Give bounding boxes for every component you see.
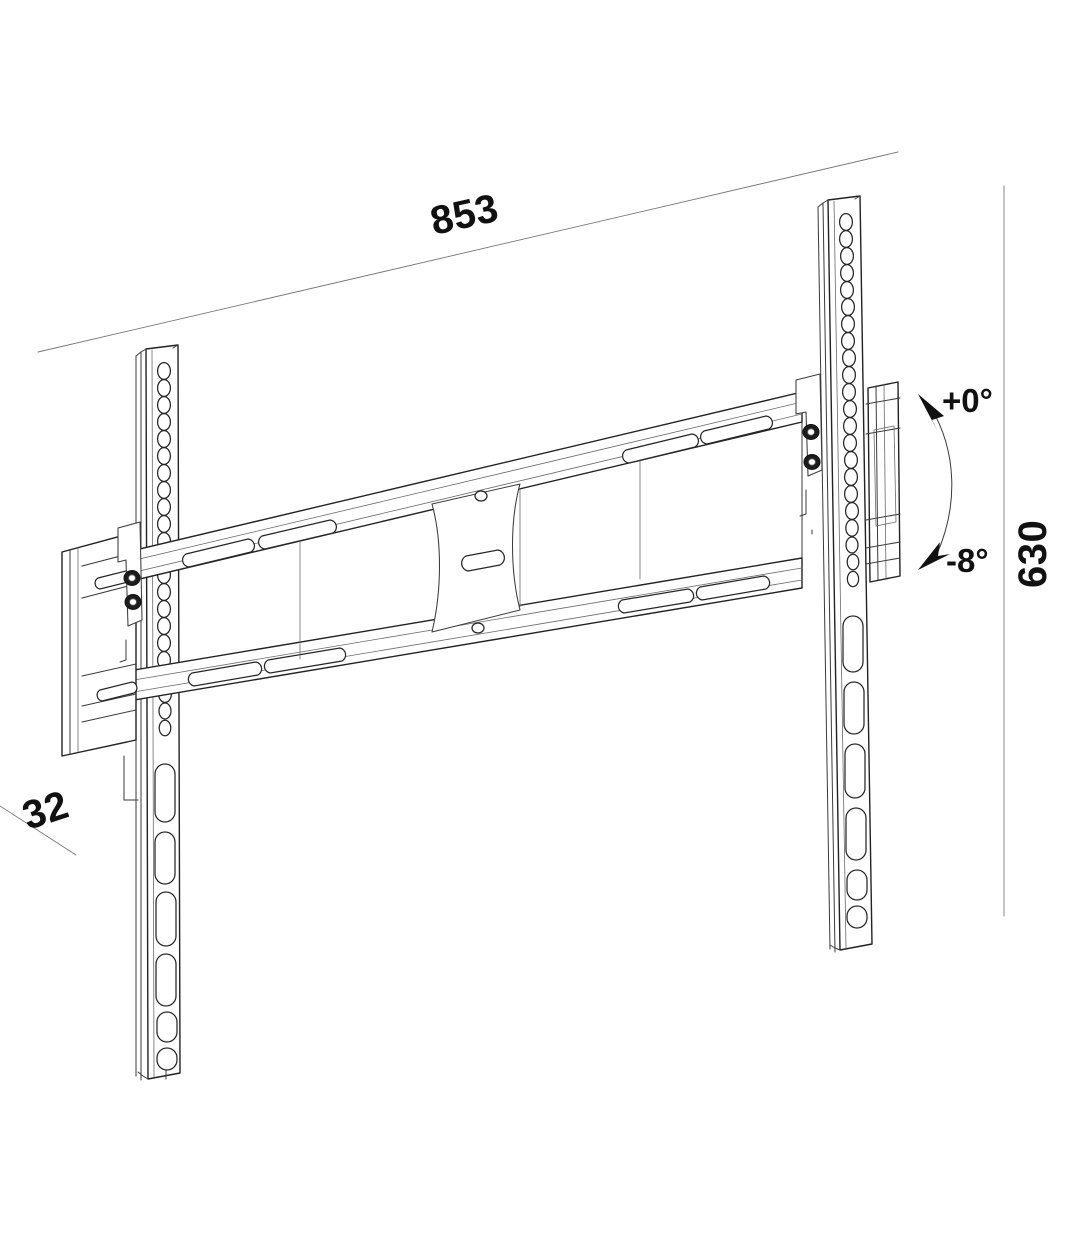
wall-plate-upper-slots bbox=[181, 415, 774, 568]
depth-dimension-line bbox=[0, 805, 77, 856]
dimension-lines bbox=[0, 151, 1005, 917]
center-plate-slot bbox=[460, 549, 506, 572]
right-bracket-bolts bbox=[802, 424, 821, 470]
right-rail-round-holes bbox=[838, 212, 860, 588]
right-tilt-bracket bbox=[795, 373, 901, 583]
right-rail-slots bbox=[842, 615, 868, 929]
tilt-max-label: +0° bbox=[942, 382, 993, 419]
width-dimension-label: 853 bbox=[426, 186, 502, 244]
right-vertical-rail bbox=[817, 195, 873, 953]
center-plate-top-hole bbox=[474, 490, 488, 502]
left-rail-slots bbox=[154, 763, 178, 1071]
width-dimension-line bbox=[37, 151, 899, 353]
left-bracket-bolts bbox=[123, 570, 142, 610]
wall-plate-lower-slots bbox=[187, 575, 771, 687]
left-vertical-rail bbox=[135, 344, 181, 1081]
left-tilt-bracket bbox=[61, 521, 143, 801]
height-dimension-label: 630 bbox=[1011, 520, 1055, 588]
depth-dimension-label: 32 bbox=[17, 783, 74, 839]
tilt-arrow-up bbox=[918, 394, 944, 432]
center-plate-bottom-hole bbox=[471, 622, 485, 634]
tilt-range-indicator bbox=[918, 394, 953, 570]
horizontal-wall-plate bbox=[109, 391, 803, 705]
tilt-arc bbox=[929, 405, 953, 557]
center-mounting-plate bbox=[431, 483, 521, 634]
tilt-arrow-down bbox=[918, 542, 950, 570]
tilt-min-label: -8° bbox=[946, 542, 989, 579]
